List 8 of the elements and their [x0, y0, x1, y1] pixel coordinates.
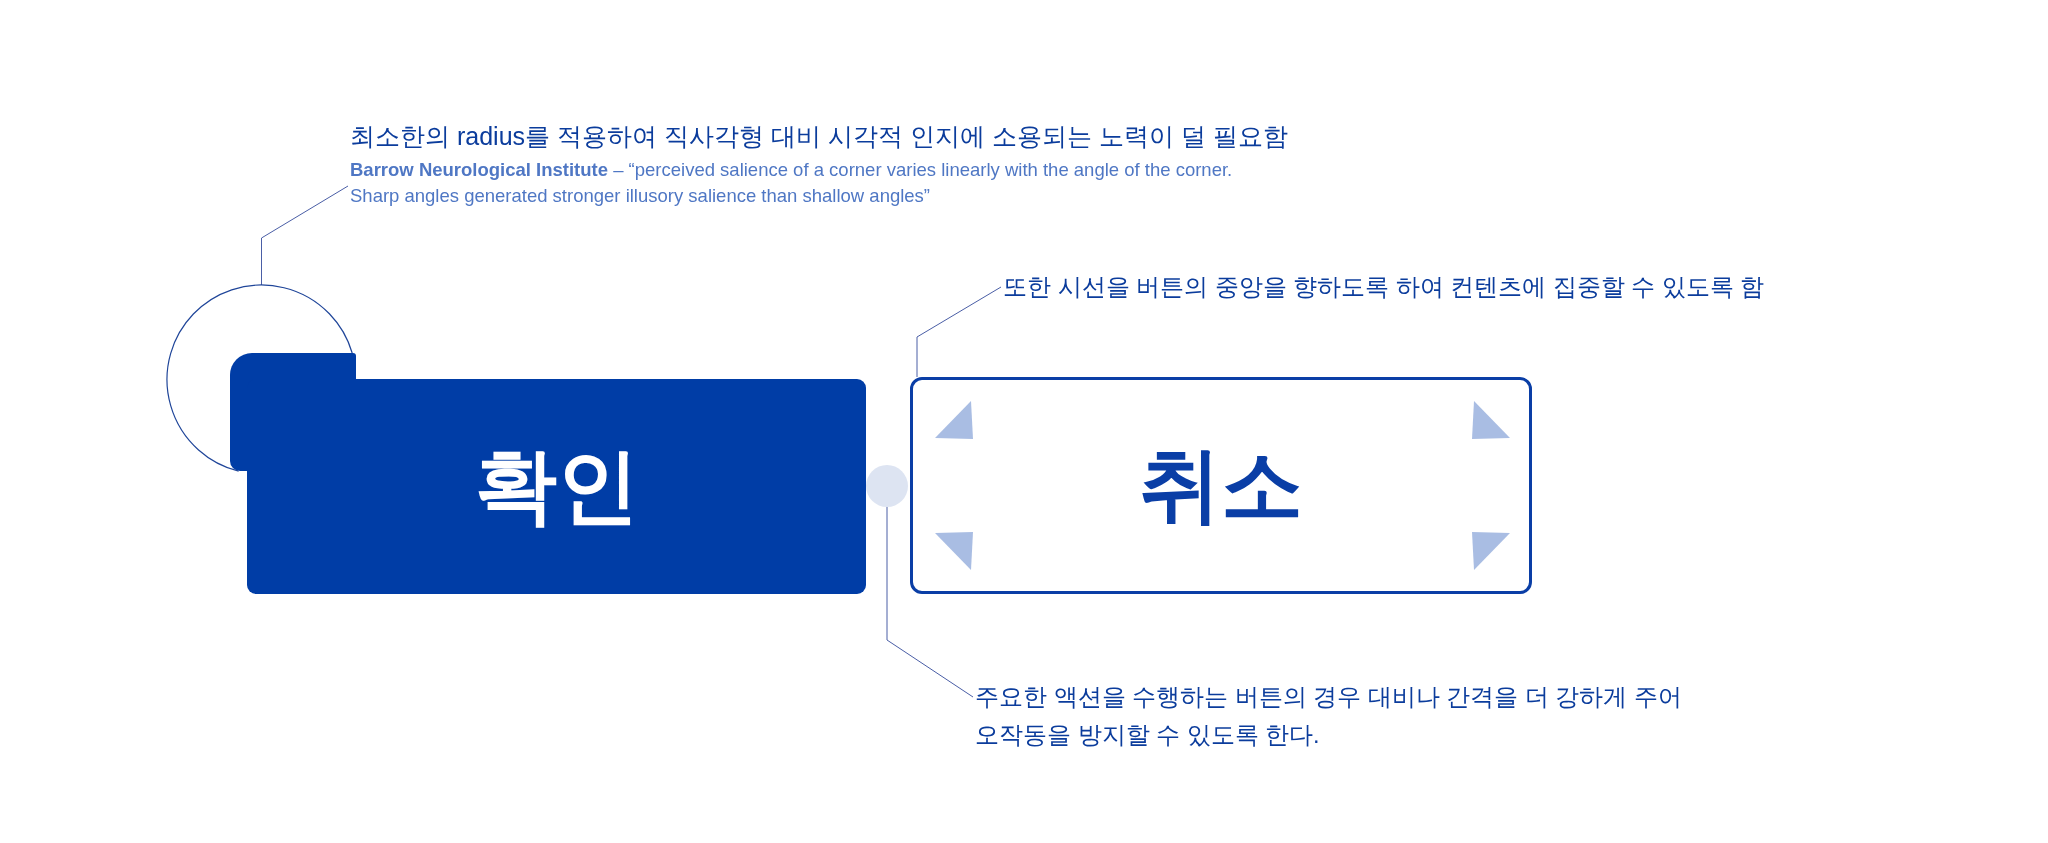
marker-circle — [866, 465, 908, 507]
secondary-button: 취소 — [910, 377, 1532, 594]
leader-line — [916, 286, 1002, 378]
annotation-text: 주요한 액션을 수행하는 버튼의 경우 대비나 간격을 더 강하게 주어 오작동을 방지할 수 있도록 한다. — [975, 678, 1740, 754]
annotation-heading: 최소한의 radius를 적용하여 직사각형 대비 시각적 인지에 소용되는 노력이 덜 필요함 — [350, 121, 1288, 152]
citation-text: Barrow Neurological Institute – “perceived salience of a corner varies linearly with the angle of the corner. Sharp angles generated stronger illusory salience than shallow angles” — [350, 158, 1234, 208]
leader-line — [886, 506, 974, 698]
annotation-text: 또한 시선을 버튼의 중앙을 향하도록 하여 컨텐츠에 집중할 수 있도록 함 — [1003, 268, 1765, 306]
